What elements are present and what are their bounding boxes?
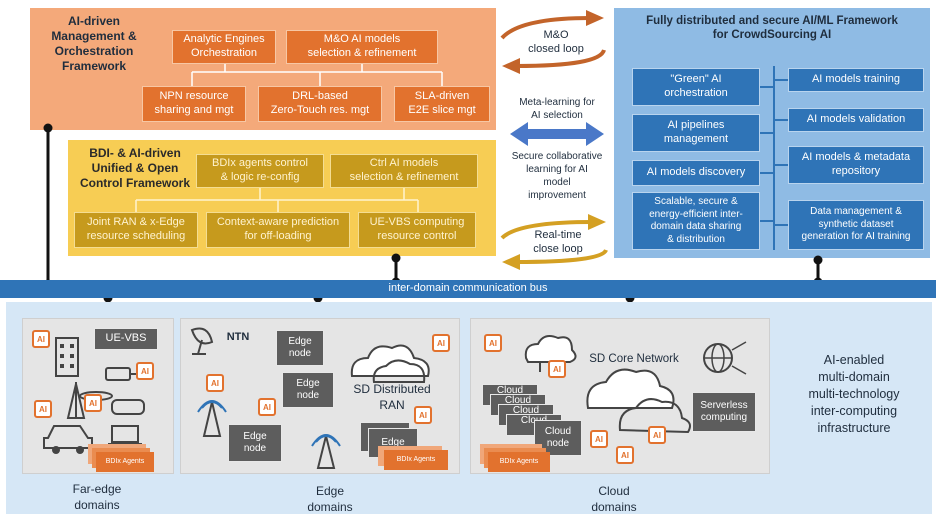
bdix-agents-control-box: BDIx agents control & logic re-config — [196, 154, 324, 188]
ai-chip-icon: AI — [648, 426, 666, 444]
ue-vbs-box: UE-VBS — [94, 328, 158, 350]
inter-domain-bus: inter-domain communication bus — [0, 280, 936, 298]
ai-chip-icon: AI — [432, 334, 450, 352]
cloud-icons — [524, 335, 747, 434]
bdix-agents-badge: BDIx Agents — [488, 452, 550, 472]
edge-node-box: Edge node — [228, 424, 282, 462]
ai-chip-icon: AI — [484, 334, 502, 352]
mo-ai-models-box: M&O AI models selection & refinement — [286, 30, 438, 64]
green-ai-orchestration-box: "Green" AI orchestration — [632, 68, 760, 106]
bdix-agents-badge: BDIx Agents — [384, 450, 448, 470]
mo-closed-loop-label: M&O closed loop — [528, 29, 584, 56]
ai-models-repository-box: AI models & metadata repository — [788, 146, 924, 184]
bdix-agents-badge: BDIx Agents — [96, 452, 154, 472]
ai-pipelines-box: AI pipelines management — [632, 114, 760, 152]
data-sharing-box: Scalable, secure & energy-efficient inte… — [632, 192, 760, 250]
edge-node-box: Edge node — [282, 372, 334, 408]
edge-node-box: Edge node — [276, 330, 324, 366]
drl-zero-touch-box: DRL-based Zero-Touch res. mgt — [258, 86, 382, 122]
data-management-box: Data management & synthetic dataset gene… — [788, 200, 924, 250]
joint-ran-scheduling-box: Joint RAN & x-Edge resource scheduling — [74, 212, 198, 248]
real-time-loop-label: Real-time close loop — [533, 229, 583, 256]
edge-icons — [190, 327, 430, 469]
ai-chip-icon: AI — [136, 362, 154, 380]
serverless-computing-box: Serverless computing — [692, 392, 756, 432]
sd-core-network-label: SD Core Network — [589, 353, 679, 365]
edge-caption: Edge domains — [307, 484, 353, 514]
ai-ml-framework-title: Fully distributed and secure AI/ML Frame… — [646, 15, 898, 42]
ai-chip-icon: AI — [414, 406, 432, 424]
ai-models-discovery-box: AI models discovery — [632, 160, 760, 186]
infrastructure-label: AI-enabled multi-domain multi-technology… — [808, 353, 900, 435]
ctrl-ai-models-box: Ctrl AI models selection & refinement — [330, 154, 478, 188]
ai-models-validation-box: AI models validation — [788, 108, 924, 132]
analytic-engines-box: Analytic Engines Orchestration — [172, 30, 276, 64]
ai-chip-icon: AI — [206, 374, 224, 392]
ai-chip-icon: AI — [258, 398, 276, 416]
ai-chip-icon: AI — [32, 330, 50, 348]
ai-chip-icon: AI — [84, 394, 102, 412]
secure-collaborative-learning-label: Secure collaborative learning for AI mod… — [511, 151, 603, 201]
meta-learning-label: Meta-learning for AI selection — [519, 97, 595, 121]
npn-resource-box: NPN resource sharing and mgt — [142, 86, 246, 122]
ntn-label: NTN — [226, 331, 250, 343]
ai-chip-icon: AI — [548, 360, 566, 378]
ai-chip-icon: AI — [590, 430, 608, 448]
management-orchestration-title: AI-driven Management & Orchestration Fra… — [51, 14, 137, 73]
ai-chip-icon: AI — [616, 446, 634, 464]
ai-chip-icon: AI — [34, 400, 52, 418]
sd-distributed-ran-label: SD Distributed RAN — [353, 382, 431, 412]
context-aware-prediction-box: Context-aware prediction for off-loading — [206, 212, 350, 248]
ai-models-training-box: AI models training — [788, 68, 924, 92]
sla-slice-box: SLA-driven E2E slice mgt — [394, 86, 490, 122]
cloud-caption: Cloud domains — [591, 484, 637, 514]
inter-domain-bus-label: inter-domain communication bus — [388, 282, 548, 295]
far-edge-caption: Far-edge domains — [72, 482, 122, 512]
ue-vbs-computing-box: UE-VBS computing resource control — [358, 212, 476, 248]
control-framework-title: BDI- & AI-driven Unified & Open Control … — [79, 146, 190, 190]
